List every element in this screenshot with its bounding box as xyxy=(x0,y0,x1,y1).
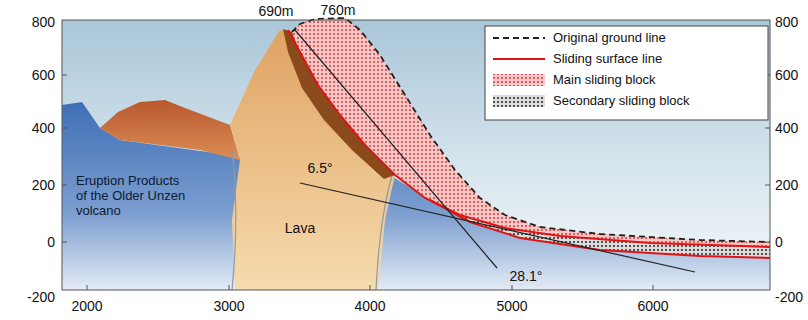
legend-box xyxy=(485,26,768,120)
legend-sample xyxy=(493,37,545,39)
contact-line xyxy=(232,150,236,290)
contact-line xyxy=(376,176,392,290)
axis-tick-label: 0 xyxy=(775,234,783,250)
legend-sample xyxy=(493,74,545,86)
legend-sample xyxy=(493,95,545,107)
legend-sample xyxy=(493,58,545,60)
axis-tick-label: 600 xyxy=(775,67,798,83)
slope-line xyxy=(295,30,497,268)
axis-tick-label: 6000 xyxy=(637,298,668,314)
region-label: Eruption Products of the Older Unzen vol… xyxy=(76,174,188,219)
axis-tick-label: -200 xyxy=(27,289,55,305)
legend-text: Main sliding block xyxy=(553,73,656,88)
axis-tick-label: 4000 xyxy=(354,298,385,314)
main-sliding-block xyxy=(292,18,770,247)
original-ground-line xyxy=(292,18,770,242)
axis-tick-label: 200 xyxy=(32,177,55,193)
angle-label: 6.5° xyxy=(307,160,332,176)
axis-tick-label: 200 xyxy=(775,177,798,193)
legend-text: Secondary sliding block xyxy=(553,94,690,109)
plot-frame xyxy=(62,20,770,290)
axis-tick-label: 400 xyxy=(32,120,55,136)
peak-height: 760m xyxy=(320,2,355,18)
axis-tick-label: 3000 xyxy=(213,298,244,314)
angle-label: 28.1° xyxy=(510,268,543,284)
legend-text: Original ground line xyxy=(553,31,666,46)
axis-ticks xyxy=(62,75,770,290)
axis-tick-label: -200 xyxy=(775,289,803,305)
axis-tick-label: 800 xyxy=(775,14,798,30)
older-hill xyxy=(100,100,240,160)
axis-tick-label: 600 xyxy=(32,67,55,83)
axis-tick-label: 5000 xyxy=(496,298,527,314)
axis-tick-label: 800 xyxy=(32,14,55,30)
axis-tick-label: 0 xyxy=(47,234,55,250)
legend-text: Sliding surface line xyxy=(553,52,662,67)
slope-line xyxy=(300,183,695,272)
axis-tick-label: 2000 xyxy=(71,298,102,314)
axis-tick-label: 400 xyxy=(775,120,798,136)
peak-height: 690m xyxy=(258,3,293,19)
region-label: Lava xyxy=(285,220,315,236)
